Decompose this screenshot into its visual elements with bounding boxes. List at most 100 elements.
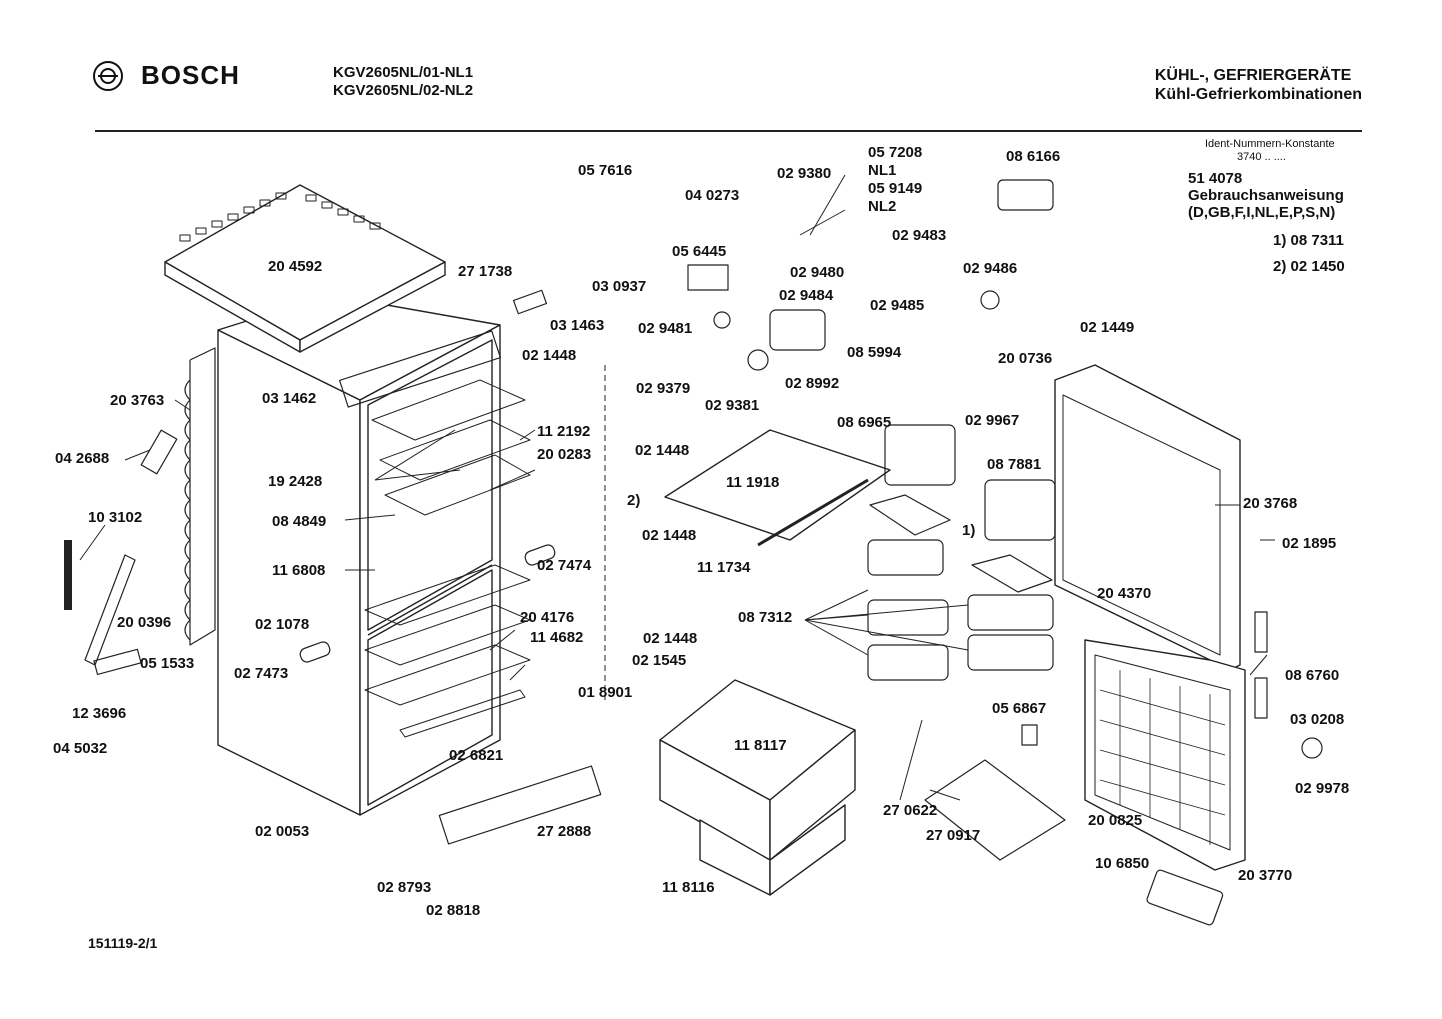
part-label: 03 0208 [1290,711,1344,728]
part-label: 02 1448 [642,527,696,544]
part-label: 02 1448 [522,347,576,364]
brand-header: BOSCH [93,60,240,91]
part-label: 08 5994 [847,344,902,361]
crisper-drawers-illustration [659,679,856,896]
part-label: 02 1448 [635,442,689,459]
part-label: 02 9484 [779,287,834,304]
part-label: 02 0053 [255,823,309,840]
part-label: 11 8117 [734,737,787,754]
part-label: 04 0273 [685,187,739,204]
part-label: 08 4849 [272,513,326,530]
part-label: 08 7881 [987,456,1041,473]
part-label: 02 1449 [1080,319,1134,336]
model-numbers: KGV2605NL/01-NL1 KGV2605NL/02-NL2 [333,64,473,100]
part-label: 20 0283 [537,446,591,463]
category-subtitle: Kühl-Gefrierkombinationen [1154,86,1362,103]
part-label: 02 9967 [965,412,1019,429]
part-label: 03 0937 [592,278,646,295]
manual-languages: (D,GB,F,I,NL,E,P,S,N) [1188,204,1336,221]
part-label: 03 1462 [262,390,316,407]
part-label: 11 1734 [697,559,751,576]
bosch-logo-icon [93,60,123,91]
part-label: 20 4370 [1097,585,1151,602]
part-label: 20 3763 [110,392,164,409]
part-label: 02 1078 [255,616,309,633]
part-label: 11 6808 [272,562,325,579]
part-label: 27 0917 [926,827,980,844]
glass-shelf-illustration [664,429,891,541]
part-label: 02 9485 [870,297,924,314]
appliance-category: KÜHL-, GEFRIERGERÄTE Kühl-Gefrierkombina… [1155,66,1362,104]
ident-value: 3740 .. .... [1237,151,1286,163]
part-label: 20 4592 [268,258,322,275]
cabinet-body-illustration [217,294,501,816]
part-label: 05 6867 [992,700,1046,717]
footnote-2: 2) 02 1450 [1273,258,1345,275]
part-label: 05 7208 [868,144,922,161]
footnote-1: 1) 08 7311 [1273,232,1344,249]
part-label: 02 8793 [377,879,431,896]
header-divider [95,130,1362,132]
part-label: 2) [627,492,640,509]
part-label: 04 2688 [55,450,109,467]
ident-constant: Ident-Nummern-Konstante 3740 .. .... [1205,138,1335,164]
part-label: 08 6965 [837,414,891,431]
part-label: 20 0825 [1088,812,1142,829]
part-label: 20 3770 [1238,867,1292,884]
small-parts-illustration [64,179,1323,926]
part-label: 02 8818 [426,902,480,919]
part-label: 27 1738 [458,263,512,280]
part-label: 02 9381 [705,397,759,414]
part-label: 20 0396 [117,614,171,631]
part-labels: 05 7616 04 0273 02 9380 05 7208 NL1 05 9… [53,144,1349,919]
part-label: 10 6850 [1095,855,1149,872]
part-label: 27 2888 [537,823,591,840]
condenser-coil-illustration [184,347,216,646]
part-label: 05 9149 [868,180,922,197]
manual-number: 51 4078 [1188,170,1243,187]
shelf-trim-illustration [757,478,869,547]
ident-title: Ident-Nummern-Konstante [1205,138,1335,150]
part-label: 12 3696 [72,705,126,722]
wire-shelves-illustration [364,379,531,738]
part-label: 02 9480 [790,264,844,281]
part-label: 08 7312 [738,609,792,626]
part-label: 02 7473 [234,665,288,682]
part-label: 05 6445 [672,243,726,260]
part-label: 02 9486 [963,260,1017,277]
part-label: 05 7616 [578,162,632,179]
part-label: 08 6760 [1285,667,1339,684]
part-label: 02 9978 [1295,780,1349,797]
part-label: 11 8116 [662,879,715,896]
model-number: KGV2605NL/01-NL1 [333,64,474,81]
top-cover-illustration [164,184,446,353]
part-label: 02 9481 [638,320,692,337]
part-label: NL1 [868,162,896,179]
part-label: 02 7474 [537,557,592,574]
manual-info: 51 4078 Gebrauchsanweisung (D,GB,F,I,NL,… [1188,170,1344,221]
part-label: 20 0736 [998,350,1052,367]
model-number: KGV2605NL/02-NL2 [333,82,474,99]
manual-title: Gebrauchsanweisung [1188,187,1344,204]
brand-name: BOSCH [141,60,240,90]
leader-lines [79,174,1275,801]
part-label: 02 1448 [643,630,697,647]
part-label: NL2 [868,198,896,215]
door-bins-illustration [867,424,1066,861]
part-label: 01 8901 [578,684,632,701]
part-label: 02 6821 [449,747,503,764]
part-label: 11 2192 [537,423,590,440]
category-title: KÜHL-, GEFRIERGERÄTE [1154,67,1352,84]
part-label: 19 2428 [268,473,322,490]
part-label: 20 3768 [1243,495,1297,512]
part-label: 10 3102 [88,509,142,526]
document-id: 151119-2/1 [88,935,158,951]
part-label: 04 5032 [53,740,107,757]
part-label: 02 9379 [636,380,690,397]
part-label: 02 8992 [785,375,839,392]
part-label: 02 9380 [777,165,831,182]
part-label: 05 1533 [140,655,194,672]
part-label: 08 6166 [1006,148,1060,165]
door-illustration [1054,364,1246,871]
